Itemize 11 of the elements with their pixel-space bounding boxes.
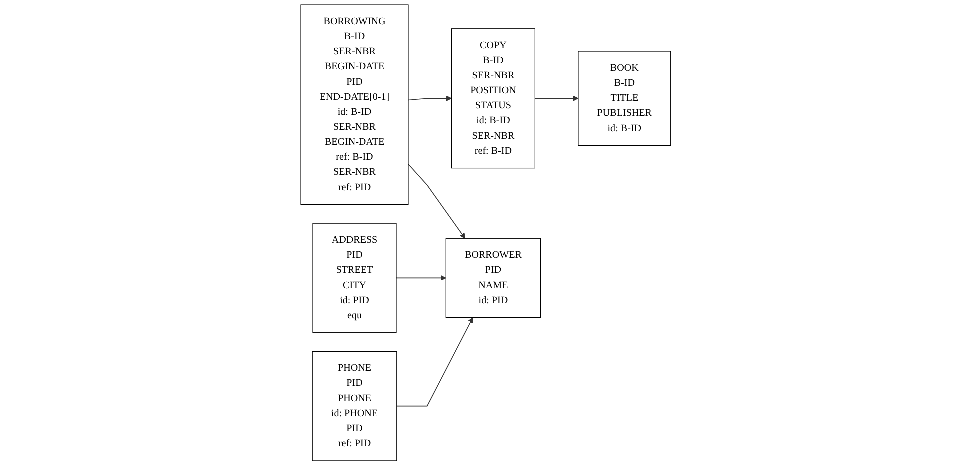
arrow — [396, 318, 473, 407]
node-box: BORROWER PID NAME id: PID — [445, 238, 541, 318]
arrow — [396, 275, 446, 281]
arrow — [534, 96, 578, 102]
arrow — [408, 96, 452, 102]
node-box: PHONE PID PHONE id: PHONE PID ref: PID — [312, 351, 397, 462]
arrow — [408, 164, 466, 239]
node-box: BOOK B-ID TITLE PUBLISHER id: B-ID — [578, 51, 671, 146]
node-box: BORROWING B-ID SER-NBR BEGIN-DATE PID END-DATE[0-1] id: B-ID SER-NBR BEGIN-DATE ref: B-ID SER-NBR ref: PID — [300, 4, 408, 206]
node-box: ADDRESS PID STREET CITY id: PID equ — [312, 223, 396, 334]
node-box: COPY B-ID SER-NBR POSITION STATUS id: B-ID SER-NBR ref: B-ID — [450, 28, 536, 169]
